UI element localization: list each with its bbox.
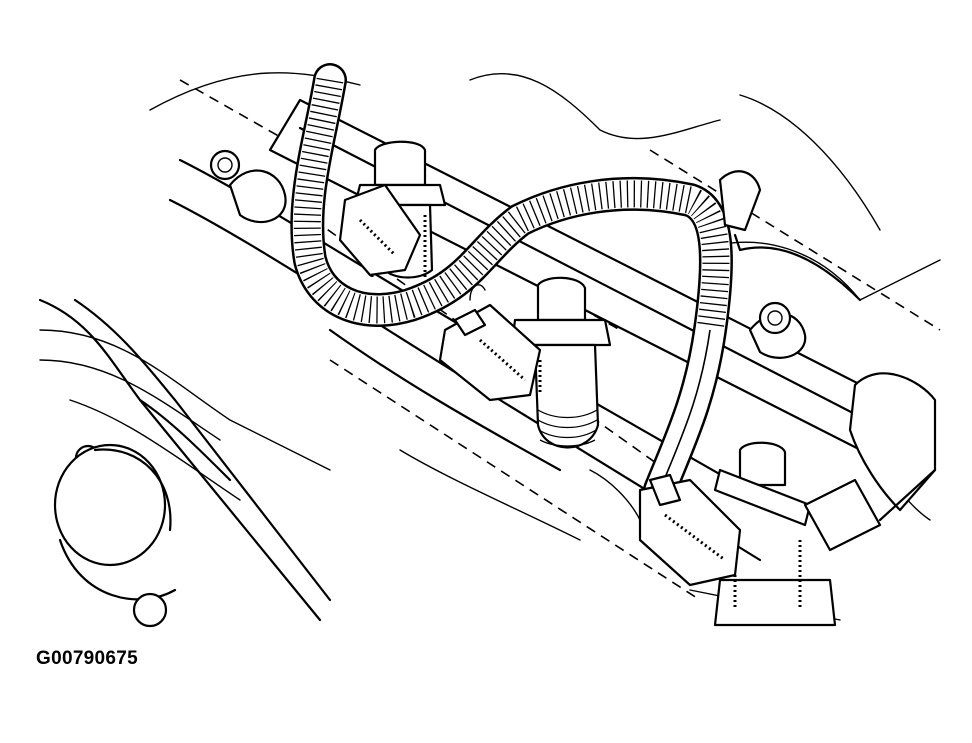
- round-cover: [53, 443, 177, 628]
- wiring-harness: [290, 63, 862, 507]
- mounting-bolt-left: [209, 149, 287, 224]
- injector-connector-3: [638, 473, 742, 587]
- fuel-rail: [268, 98, 932, 472]
- figure-id-label: G00790675: [36, 648, 139, 669]
- fuel-injector-2: [510, 276, 612, 449]
- fuel-injector-3: [713, 441, 837, 627]
- mounting-bolt-right: [748, 301, 807, 359]
- injector-connector-1: [338, 183, 422, 277]
- fuel-pipe-right: [803, 372, 937, 552]
- support-arm: [38, 298, 332, 622]
- injector-connector-2: [438, 284, 542, 402]
